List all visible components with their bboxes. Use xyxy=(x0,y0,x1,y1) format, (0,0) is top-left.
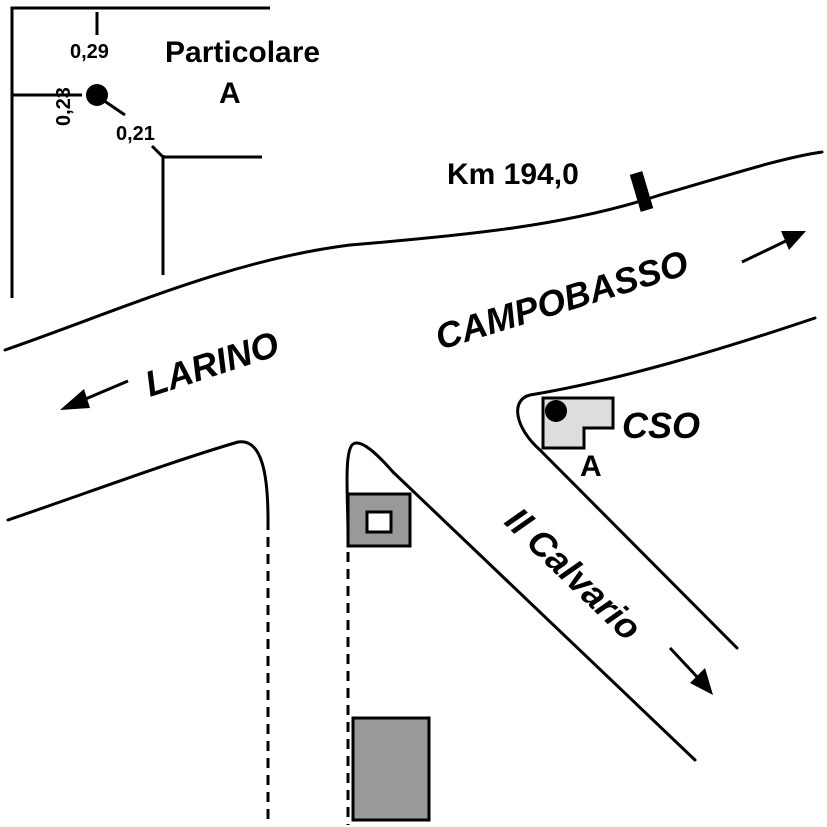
cso-point xyxy=(545,400,567,422)
larino-arrow-head xyxy=(60,389,90,410)
calvario-east-edge xyxy=(516,393,739,650)
detail-dist-left: 0,23 xyxy=(53,87,75,126)
building-large xyxy=(351,716,431,822)
calvario-arrow-shaft xyxy=(668,646,702,682)
calvario-arrow-head xyxy=(690,668,713,695)
road-label-larino: LARINO xyxy=(140,323,284,405)
main-road-south-edge-west xyxy=(6,440,270,522)
main-road-north-edge xyxy=(3,150,824,352)
detail-frame xyxy=(10,6,270,298)
road-label-campobasso: CAMPOBASSO xyxy=(430,242,693,358)
km-marker-post xyxy=(629,171,654,212)
campobasso-arrow-shaft xyxy=(741,237,791,264)
detail-inset: 0,29 0,23 0,21 Particolare A xyxy=(10,6,320,298)
detail-dist-top: 0,29 xyxy=(70,41,109,63)
km-marker-label: Km 194,0 xyxy=(447,158,579,191)
calvario-west-edge xyxy=(391,470,697,762)
campobasso-arrow-head xyxy=(781,231,806,250)
detail-title-line2: A xyxy=(219,77,241,110)
detail-dist-diag: 0,21 xyxy=(116,123,155,145)
detail-building-corner xyxy=(150,144,262,275)
cso-point-label: A xyxy=(580,450,602,483)
cso-label: CSO xyxy=(622,405,700,446)
building-small-inner xyxy=(365,510,393,534)
detail-point xyxy=(86,84,108,106)
detail-title-line1: Particolare xyxy=(165,36,320,69)
road-label-calvario: Il Calvario xyxy=(497,499,649,648)
main-road-south-edge-east xyxy=(528,316,817,397)
